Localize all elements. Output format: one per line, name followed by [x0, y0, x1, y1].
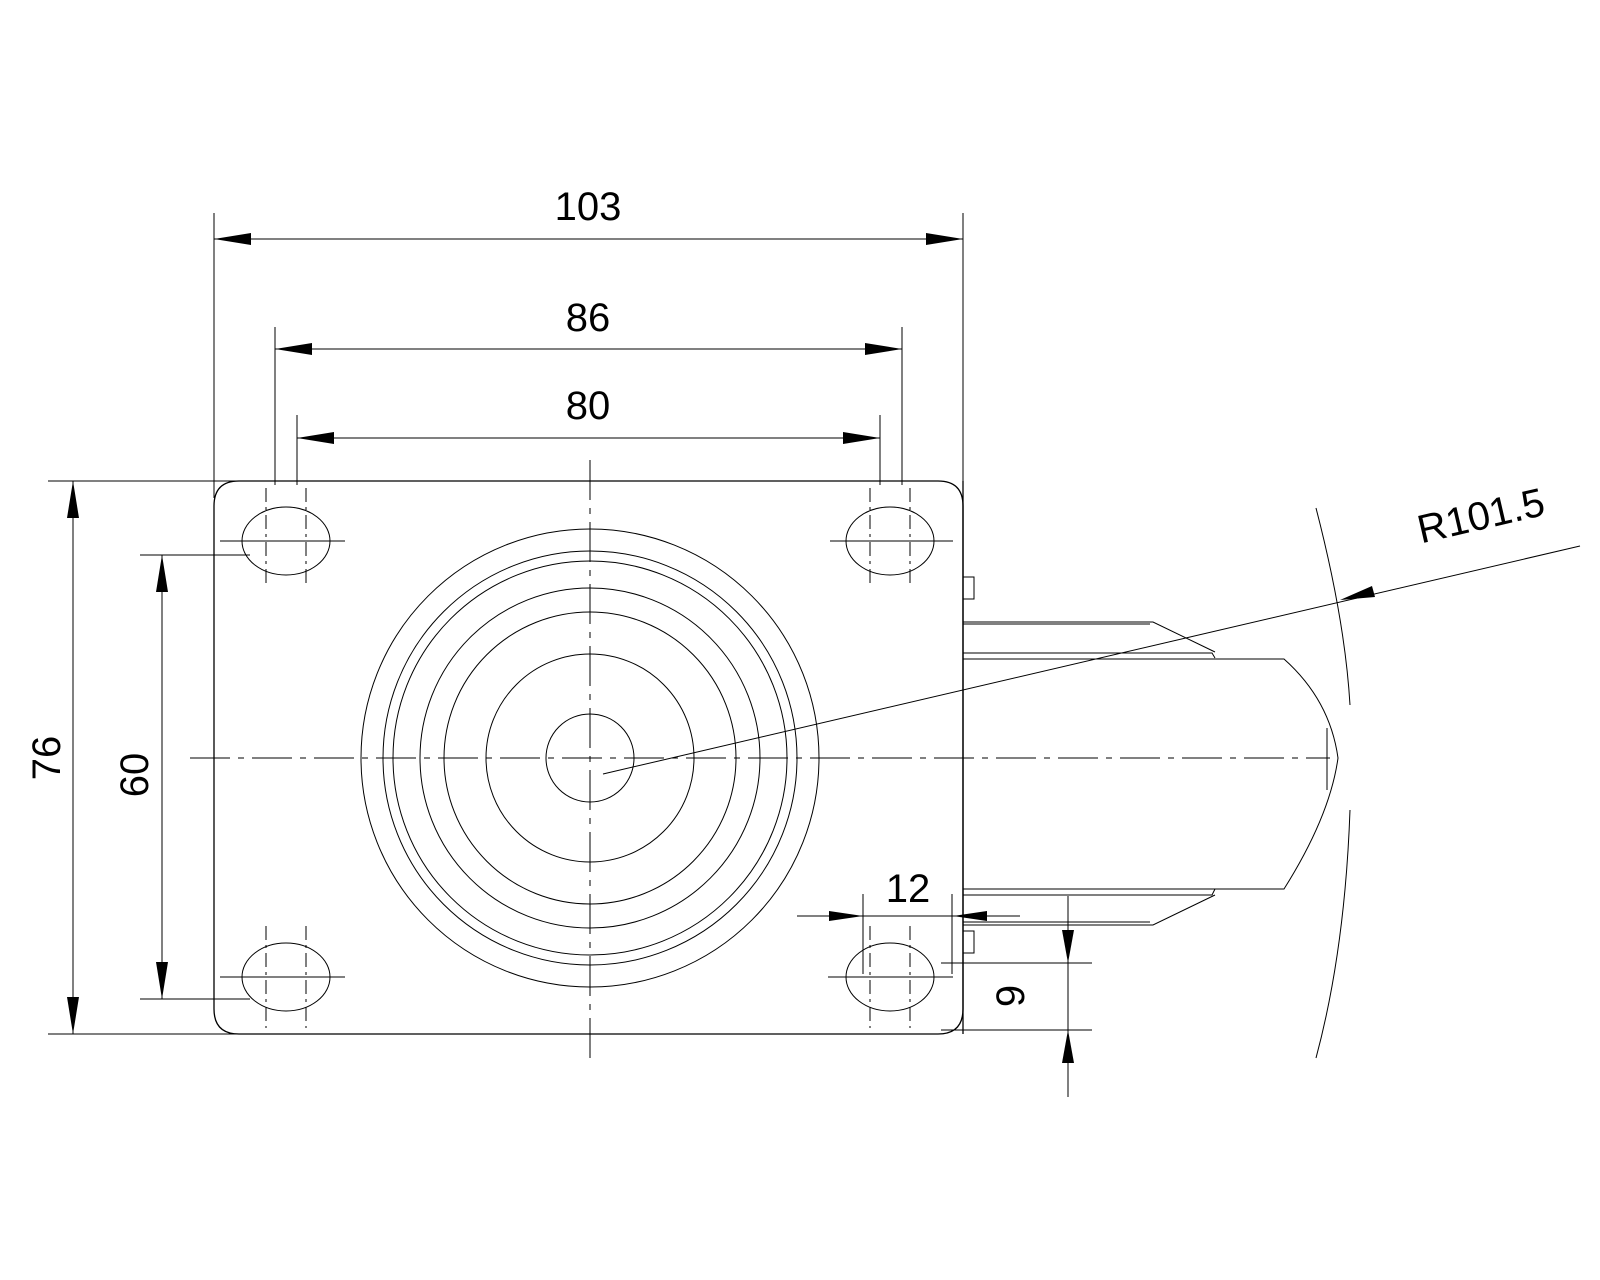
dimension-label: 9 [989, 985, 1033, 1007]
dimension-80: 80 [296, 384, 881, 485]
dimension-label: 12 [886, 867, 931, 911]
bolt-slot-bottom-left [220, 926, 345, 1028]
dimension-label: 86 [566, 296, 611, 340]
dimension-label: R101.5 [1413, 480, 1549, 552]
swivel-radius-arc [1315, 507, 1351, 706]
dimension-60: 60 [113, 554, 250, 1000]
dimension-label: 103 [555, 185, 622, 229]
bolt-slots [220, 488, 953, 1028]
dimension-radius: R101.5 [602, 480, 1581, 775]
bolt-slot-bottom-right [828, 926, 953, 1028]
bolt-slot-top-right [830, 488, 953, 588]
bolt-slot-top-left [220, 488, 345, 588]
dimension-label: 60 [113, 753, 157, 798]
top-plate-outline [213, 480, 964, 1035]
dimension-86: 86 [274, 296, 903, 485]
dimension-103: 103 [213, 185, 964, 498]
centerlines [190, 460, 1330, 1058]
dimension-label: 80 [566, 384, 611, 428]
wheel-side-view [962, 481, 1339, 1034]
dimension-76: 76 [25, 480, 240, 1035]
dimension-12: 12 [797, 867, 1020, 974]
dimension-label: 76 [25, 736, 69, 781]
dimension-9: 9 [941, 896, 1092, 1097]
